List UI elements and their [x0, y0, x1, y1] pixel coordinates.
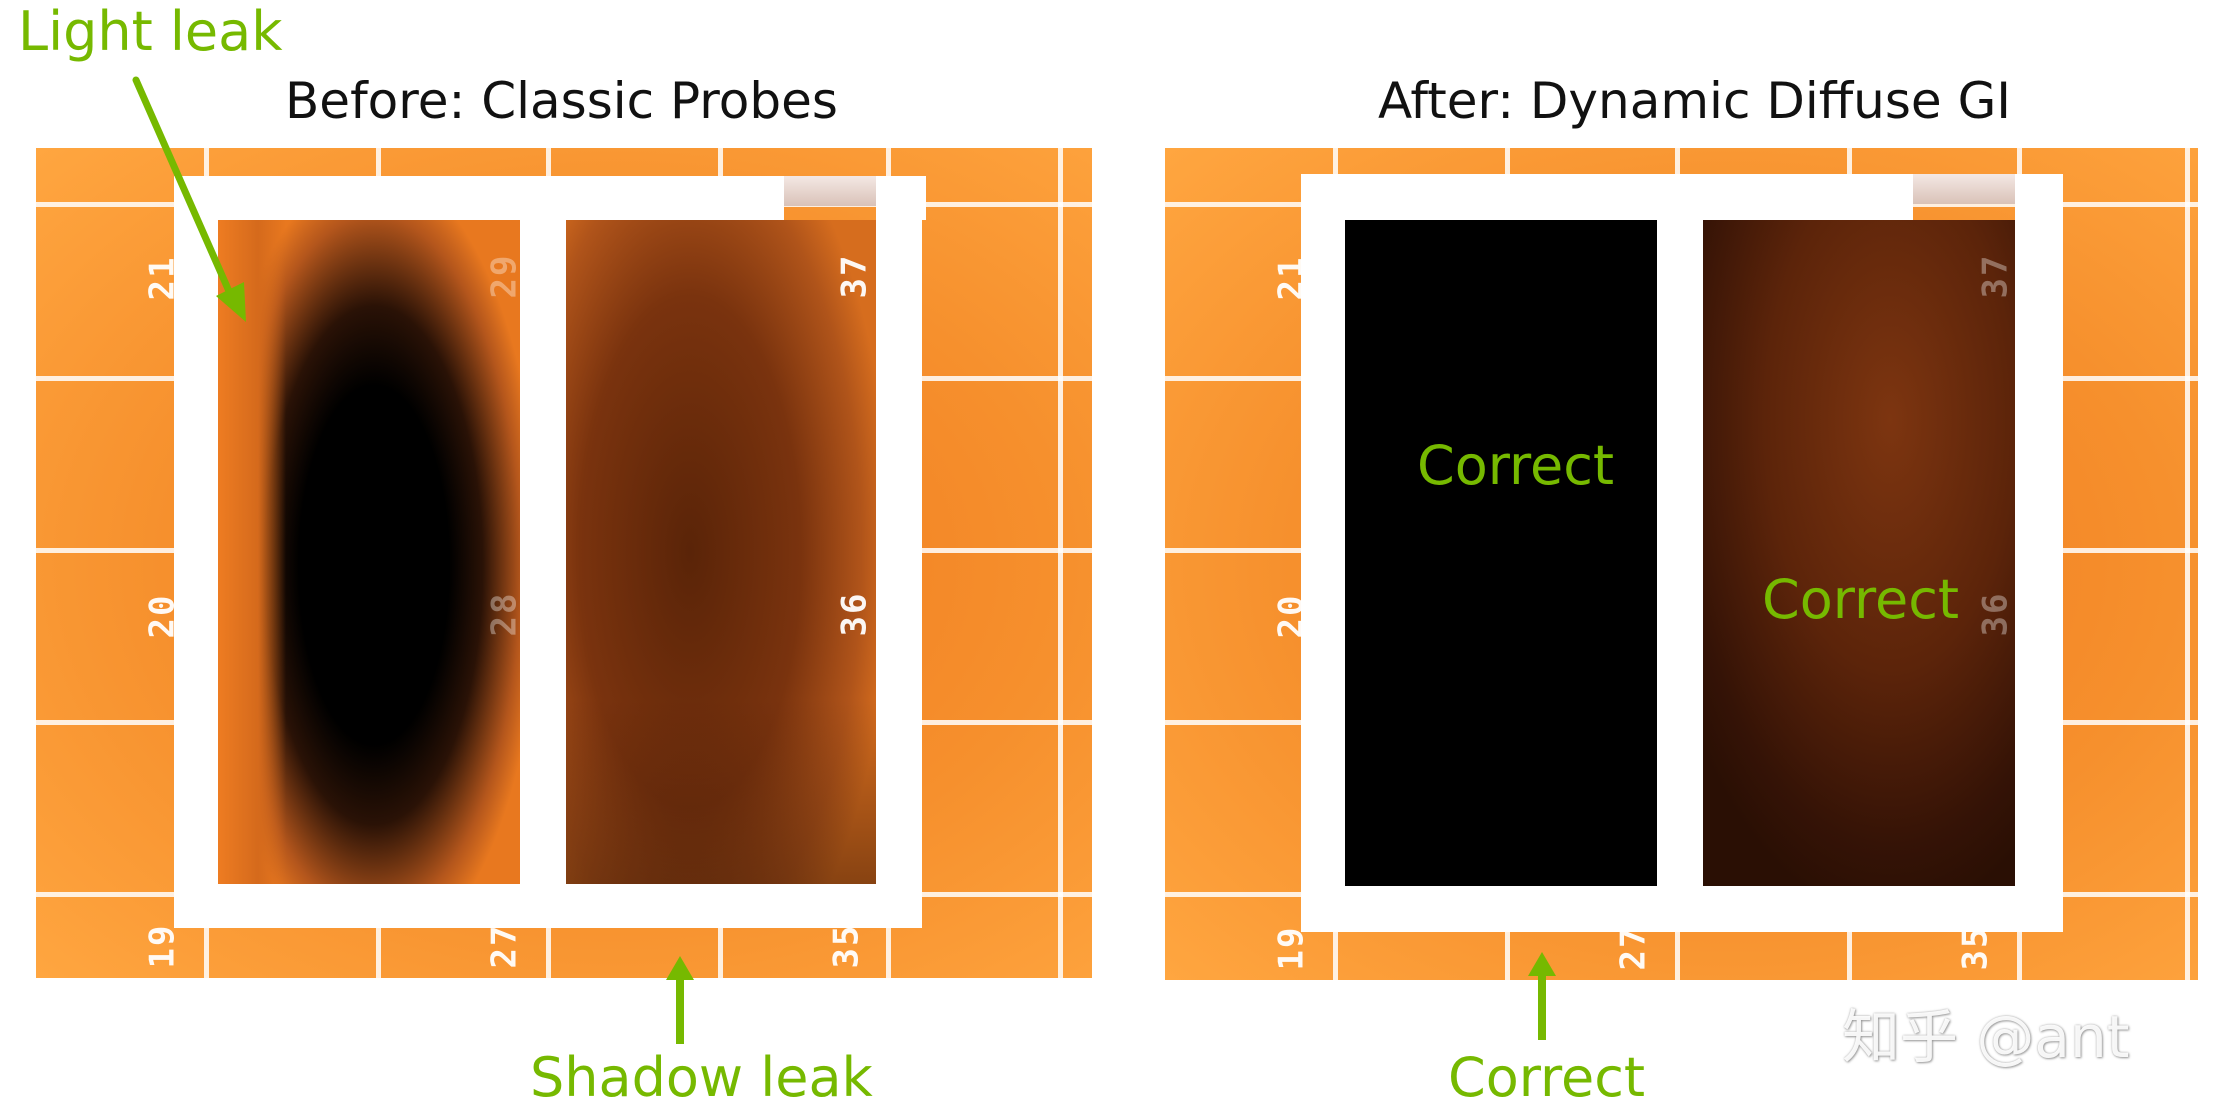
correct-bottom-label: Correct	[1448, 1046, 1646, 1109]
tick-label-36: 36	[1975, 591, 2015, 637]
tick-label-36: 36	[834, 591, 875, 637]
wall-top	[1301, 174, 1913, 220]
tick-label-37: 37	[834, 253, 875, 299]
wall-bottom	[1301, 886, 2063, 932]
tick-label-28: 28	[484, 591, 520, 637]
tick-label-29: 29	[484, 253, 520, 299]
after-render-panel: 21 20 19 27 35 37 36	[1165, 148, 2198, 980]
tick-label-27: 27	[484, 923, 525, 969]
wall-left	[174, 176, 218, 928]
right-room-floor: 37 36	[1703, 220, 2015, 886]
before-render-panel: 21 20 19 27 35 29 28 37 36	[36, 148, 1092, 978]
left-room-floor: 29 28	[216, 220, 520, 884]
tick-label-35: 35	[1955, 925, 1996, 971]
correct-left-room-label: Correct	[1417, 434, 1615, 497]
correct-right-room-label: Correct	[1762, 568, 1960, 631]
wall-bottom	[174, 884, 922, 928]
light-leak-arrow	[132, 76, 246, 322]
right-room-floor: 37 36	[566, 220, 876, 884]
shadow-leak-label: Shadow leak	[530, 1046, 873, 1109]
watermark: 知乎 @ant	[1842, 1003, 2130, 1071]
before-panel-title: Before: Classic Probes	[285, 72, 838, 130]
tick-label-27: 27	[1613, 925, 1654, 971]
wall-top	[174, 176, 784, 220]
wall-middle	[520, 220, 566, 884]
left-room-floor	[1345, 220, 1657, 886]
light-leak-label: Light leak	[18, 0, 283, 63]
correct-bottom-arrow	[1528, 952, 1556, 1040]
tick-label-19: 19	[1271, 925, 1312, 971]
shadow-leak-arrow	[666, 956, 694, 1044]
wall-right	[2015, 174, 2063, 932]
wall-left	[1301, 174, 1345, 932]
wall-middle	[1657, 220, 1703, 886]
tick-label-37: 37	[1975, 253, 2015, 299]
wall-right	[876, 176, 922, 928]
after-panel-title: After: Dynamic Diffuse GI	[1378, 72, 2012, 130]
tick-label-35: 35	[826, 923, 867, 969]
tick-label-19: 19	[142, 923, 183, 969]
